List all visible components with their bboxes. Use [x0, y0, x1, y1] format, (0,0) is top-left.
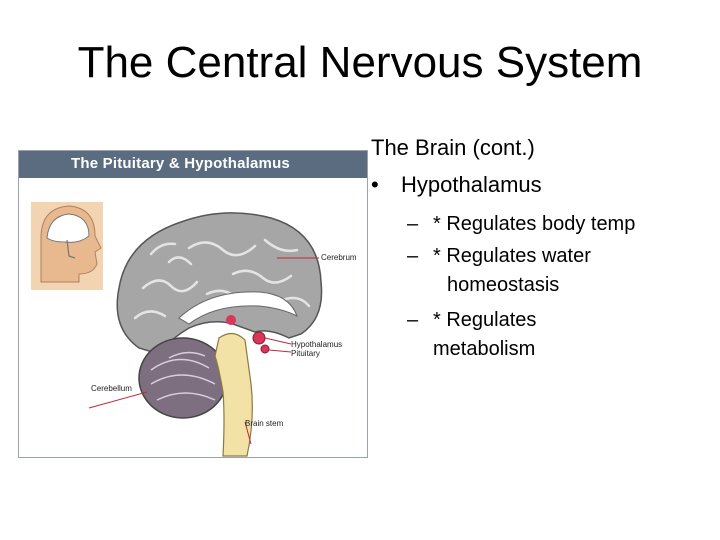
label-cerebrum: Cerebrum	[321, 253, 357, 262]
sub-item-body-temp: –* Regulates body temp	[407, 210, 635, 239]
cerebellum-shape	[138, 337, 228, 419]
sub-item-text: * Regulates body temp	[433, 213, 636, 235]
sub-item-text: * Regulates	[433, 309, 537, 331]
body-heading: The Brain (cont.)	[371, 135, 535, 160]
head-silhouette-icon	[31, 202, 103, 290]
figure-header-title: The Pituitary & Hypothalamus	[71, 155, 290, 172]
figure-header: The Pituitary & Hypothalamus	[19, 151, 367, 178]
corpus-callosum-shape	[178, 291, 298, 325]
brain-diagram-figure: The Pituitary & Hypothalamus	[18, 150, 368, 458]
sub-item-metabolism: –* Regulates	[407, 306, 536, 335]
dash-mark: –	[407, 245, 419, 267]
bullet-hypothalamus: • Hypothalamus	[371, 169, 542, 201]
sub-item-text: * Regulates water	[433, 245, 591, 267]
sub-item-continuation: metabolism	[433, 338, 536, 360]
bullet-mark: •	[371, 172, 379, 197]
dash-mark: –	[407, 309, 419, 331]
hypothalamus-gland	[252, 331, 266, 345]
slide-title: The Central Nervous System	[77, 38, 643, 87]
label-cerebellum: Cerebellum	[91, 384, 132, 393]
sub-item-water-homeostasis: –* Regulates water	[407, 242, 591, 271]
label-pituitary: Pituitary	[291, 349, 320, 358]
label-hypothalamus: Hypothalamus	[291, 340, 343, 349]
label-brain-stem: Brain stem	[245, 419, 284, 428]
cerebrum-shape	[116, 212, 323, 355]
brain-stem-shape	[214, 332, 253, 457]
brain-illustration	[31, 202, 323, 457]
sub-item-continuation: homeostasis	[447, 274, 560, 296]
thalamus-gland	[226, 315, 236, 325]
dash-mark: –	[407, 213, 419, 235]
pituitary-gland	[260, 344, 270, 354]
bullet-text: Hypothalamus	[401, 172, 542, 197]
